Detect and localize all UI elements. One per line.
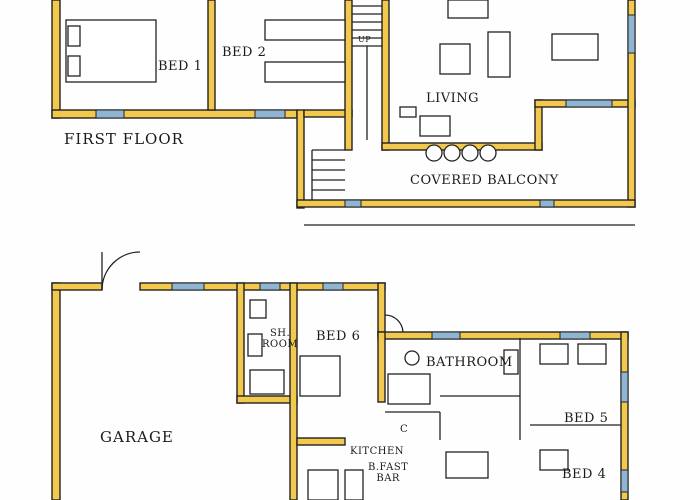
room-label-shower-room: SH. ROOM (262, 328, 299, 350)
room-label-bed2: BED 2 (222, 45, 267, 60)
stairs-up-label: UP (358, 35, 372, 44)
stairs (304, 5, 635, 226)
room-label-living: LIVING (426, 91, 480, 106)
room-label-bed1: BED 1 (158, 59, 203, 74)
room-label-kitchen: KITCHEN (350, 446, 405, 457)
room-label-bed4: BED 4 (562, 467, 607, 482)
ground-floor-windows (171, 282, 629, 493)
room-label-garage: GARAGE (100, 428, 174, 446)
room-label-bed6: BED 6 (316, 329, 361, 344)
ground-floor-interior (101, 251, 621, 440)
first-floor-furniture (65, 0, 599, 162)
room-label-bathroom: BATHROOM (426, 355, 513, 370)
room-label-bed5: BED 5 (564, 411, 609, 426)
room-label-covered-balcony: COVERED BALCONY (410, 173, 559, 188)
floor-title-first-floor: FIRST FLOOR (64, 130, 184, 148)
ground-floor-fixtures (247, 299, 607, 500)
cupboard-label: C (400, 424, 409, 435)
room-label-breakfast-bar: B.FAST BAR (368, 462, 409, 484)
first-floor-windows (95, 14, 636, 208)
